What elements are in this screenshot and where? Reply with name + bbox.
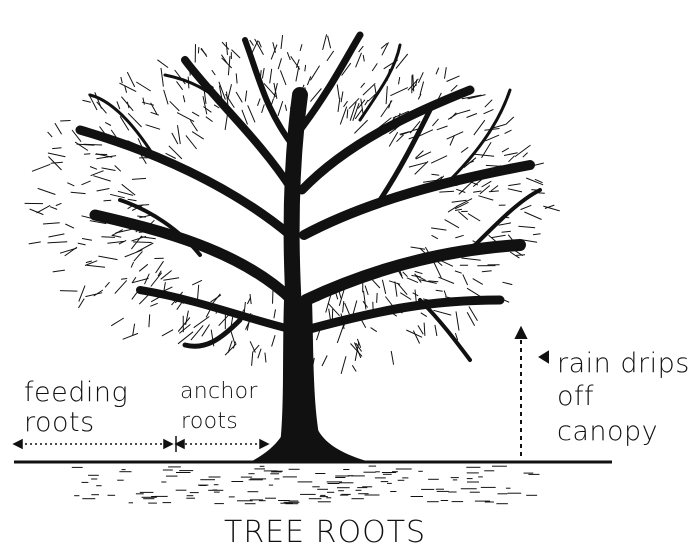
rain-label-line3: canopy xyxy=(557,418,658,445)
anchor-label-line2: roots xyxy=(181,411,238,433)
trunk-flare xyxy=(250,430,370,462)
feeding-label-line1: feeding xyxy=(24,379,128,406)
rain-drip-arrow xyxy=(516,328,548,456)
anchor-label-line1: anchor xyxy=(180,381,258,403)
root-spread-arrows xyxy=(14,436,268,452)
rain-label-line2: off xyxy=(557,383,594,410)
soil-hatching xyxy=(72,466,540,504)
diagram-title: TREE ROOTS xyxy=(224,518,426,548)
rain-label-line1: rain drips xyxy=(557,350,690,377)
feeding-label-line2: roots xyxy=(24,409,95,436)
